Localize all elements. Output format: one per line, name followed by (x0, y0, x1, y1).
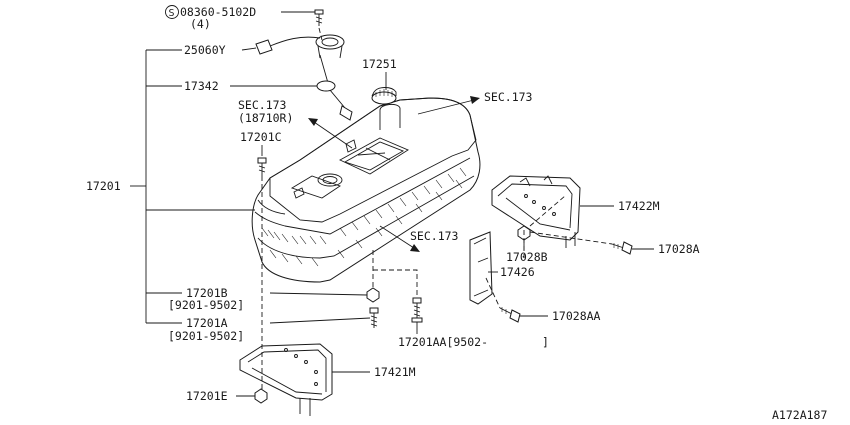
figure-code: A172A187 (772, 408, 827, 422)
packing-ring (316, 80, 336, 92)
label-protector-left: 17421M (374, 365, 416, 379)
label-gauge-unit: 25060Y (184, 43, 226, 57)
label-bolt-17028aa: 17028AA (552, 309, 601, 323)
bracket-17426 (469, 231, 493, 305)
arrow-head-icon (308, 118, 318, 126)
label-nut-17028b: 17028B (506, 250, 548, 264)
fuel-tank (251, 97, 481, 283)
leader-lines (130, 11, 654, 397)
label-bolt-aa: 17201AA[9502- (398, 335, 488, 349)
assembly-lines (261, 27, 613, 390)
label-screw-qty: (4) (190, 17, 211, 31)
label-bolt-c: 17201C (240, 130, 282, 144)
screw-symbol-letter: S (169, 8, 175, 19)
label-bolt-17028a: 17028A (658, 242, 700, 256)
protector-right (491, 175, 581, 248)
label-sec173-left: SEC.173 (238, 98, 287, 112)
bolt-17201c (257, 157, 267, 176)
label-sec173-top: SEC.173 (484, 90, 533, 104)
nut-17201b (366, 287, 380, 303)
callout-labels: S 08360-5102D (4) 25060Y 17342 17251 SEC… (86, 5, 827, 422)
label-protector-right: 17422M (618, 199, 660, 213)
label-nut-e: 17201E (186, 389, 228, 403)
label-tank-assy: 17201 (86, 179, 121, 193)
label-bracket-17426: 17426 (500, 265, 535, 279)
label-sec173-mid: SEC.173 (410, 229, 459, 243)
S-circle-symbol-icon (165, 5, 179, 19)
label-sec173-left-sub: (18710R) (238, 111, 293, 125)
bolt-17028a (611, 241, 633, 255)
screw-icon (314, 9, 324, 26)
label-bolt-aa-close: ] (542, 335, 549, 349)
label-bolt-a-range: [9201-9502] (168, 329, 244, 343)
nut-17201e (254, 388, 268, 404)
bolt-17028aa (499, 307, 521, 323)
label-bolt-a: 17201A (186, 316, 228, 330)
filler-cap (371, 87, 397, 105)
label-filler-cap: 17251 (362, 57, 397, 71)
protector-left (239, 343, 333, 416)
arrow-head-icon (410, 244, 420, 252)
arrow-head-icon (470, 96, 480, 104)
section-arrows (308, 96, 480, 252)
label-bolt-b-range: [9201-9502] (168, 298, 244, 312)
bolt-17201aa (411, 297, 423, 323)
label-bolt-b: 17201B (186, 286, 228, 300)
label-packing: 17342 (184, 79, 219, 93)
label-screw-part: 08360-5102D (180, 5, 256, 19)
bolt-17201a (369, 307, 379, 328)
tank-ribs (261, 167, 467, 267)
gauge-unit (255, 34, 353, 121)
